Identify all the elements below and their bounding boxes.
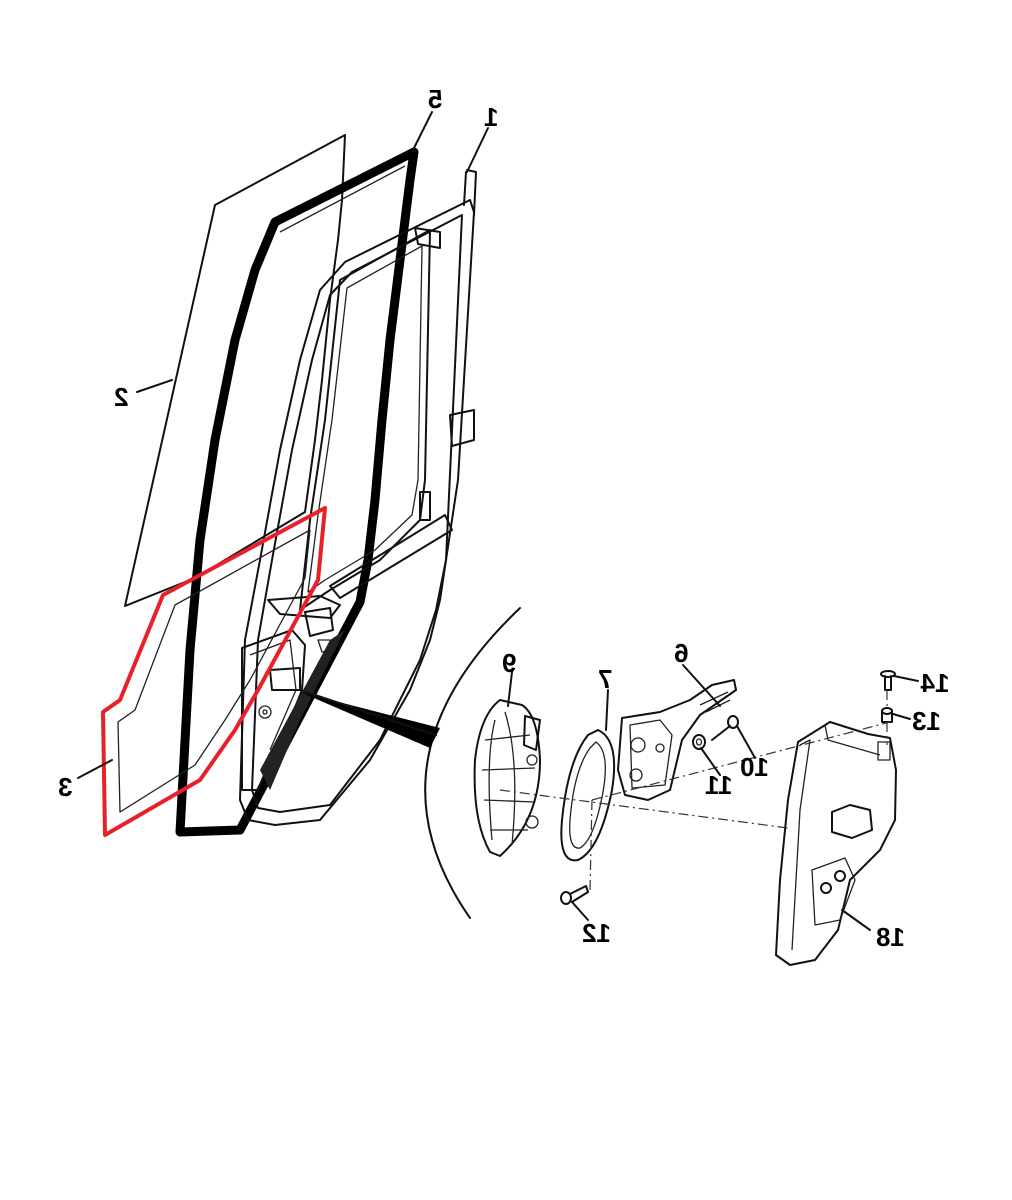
callout-2: 2 (114, 382, 128, 412)
callout-5: 5 (428, 84, 442, 114)
part-1-door-frame (239, 169, 477, 826)
leader-lines (77, 111, 919, 931)
callout-12: 12 (582, 918, 611, 948)
part-2-glass (124, 134, 346, 607)
callout-1: 1 (484, 102, 498, 132)
part-11-washer (692, 734, 706, 750)
callout-3: 3 (58, 772, 72, 802)
part-3-door-panel (101, 506, 327, 837)
callout-9: 9 (502, 648, 516, 678)
part-9-handle-bezel (473, 699, 541, 857)
part-7-gasket (560, 729, 616, 862)
part-14-screw (880, 670, 896, 691)
assembly-centerlines (499, 690, 891, 891)
part-12-bolt (560, 885, 589, 905)
part-5-seal (175, 147, 419, 837)
callout-10: 10 (740, 752, 769, 782)
part-10-screw (711, 715, 739, 741)
part-18-cover (775, 721, 897, 966)
callout-7: 7 (598, 664, 612, 694)
callout-labels: 1 5 2 3 9 7 6 10 11 12 14 13 18 (58, 84, 949, 952)
callout-13: 13 (912, 706, 941, 736)
detail-magnifier (299, 607, 521, 919)
callout-14: 14 (920, 668, 949, 698)
callout-6: 6 (674, 638, 688, 668)
part-13-bushing (881, 707, 893, 723)
callout-11: 11 (705, 770, 733, 800)
callout-18: 18 (876, 922, 905, 952)
